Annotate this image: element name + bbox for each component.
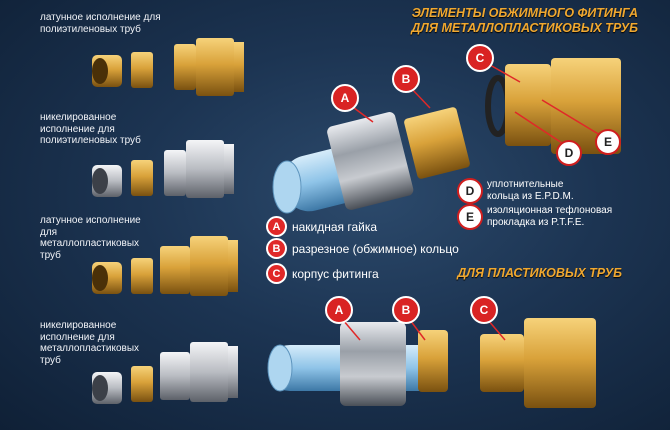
legend-badge-a: A	[268, 218, 285, 235]
callout-e: E	[595, 129, 621, 155]
legend-text-b: разрезное (обжимное) кольцо	[292, 241, 459, 256]
set-nickel-mp	[92, 342, 238, 404]
plastic-title: ДЛЯ ПЛАСТИКОВЫХ ТРУБ	[457, 266, 622, 280]
callout-c: C	[466, 44, 494, 72]
callout-b: B	[392, 65, 420, 93]
variant-label-3: латунное исполнение для металлопластиков…	[40, 215, 141, 261]
note-d-line2: кольца из E.P.D.M.	[487, 191, 574, 202]
callout-d: D	[556, 140, 582, 166]
variant-label-4: никелированное исполнение для металлопла…	[40, 320, 140, 366]
callout-plastic-c: C	[470, 296, 498, 324]
plastic-assembly	[267, 318, 596, 408]
legend-item-c: C корпус фитинга	[268, 265, 379, 282]
legend-item-b: B разрезное (обжимное) кольцо	[268, 240, 459, 257]
note-badge-d: D	[457, 178, 483, 204]
legend-text-c: корпус фитинга	[292, 266, 379, 281]
legend-badge-c: C	[268, 265, 285, 282]
set-nickel-pe	[92, 140, 234, 198]
set-brass-pe	[92, 38, 244, 96]
legend-text-a: накидная гайка	[292, 219, 378, 234]
set-brass-mp	[92, 236, 238, 296]
note-e-line2: прокладка из P.T.F.E.	[487, 217, 585, 228]
callout-plastic-a: A	[325, 296, 353, 324]
main-title-line2: ДЛЯ МЕТАЛЛОПЛАСТИКОВЫХ ТРУБ	[411, 21, 638, 35]
main-title-line1: ЭЛЕМЕНТЫ ОБЖИМНОГО ФИТИНГА	[411, 6, 638, 20]
legend-item-a: A накидная гайка	[268, 218, 377, 235]
note-e-line1: изоляционная тефлоновая	[487, 205, 613, 216]
main-assembly-metal-plastic	[272, 58, 621, 214]
variant-label-1: латунное исполнение для полиэтиленовых т…	[40, 12, 161, 35]
legend-badge-b: B	[268, 240, 285, 257]
callout-a: A	[331, 84, 359, 112]
note-d-line1: уплотнительные	[487, 179, 564, 190]
variant-label-2: никелированное исполнение для полиэтилен…	[40, 112, 141, 146]
callout-plastic-b: B	[392, 296, 420, 324]
note-badge-e: E	[457, 204, 483, 230]
